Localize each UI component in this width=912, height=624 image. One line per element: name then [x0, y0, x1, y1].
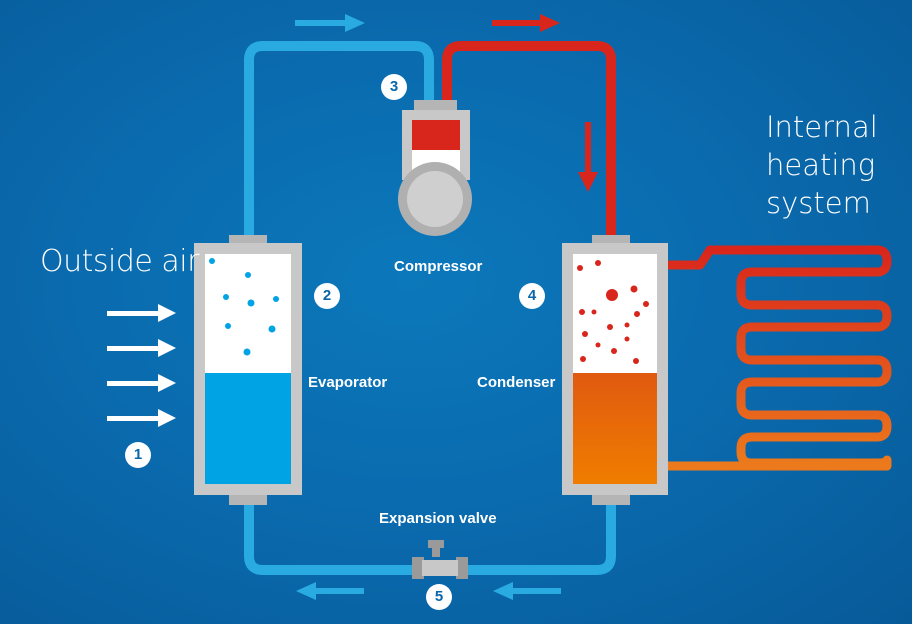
condenser-vessel: [562, 235, 668, 505]
outside-air-arrows: [107, 304, 176, 427]
internal-heating-line-1: Internal: [766, 110, 878, 144]
condenser-label: Condenser: [477, 374, 556, 391]
expansion-valve-label: Expansion valve: [379, 510, 497, 527]
evaporator-label: Evaporator: [308, 374, 388, 391]
evaporator-vessel: [194, 235, 302, 505]
flow-arrow-down-red: [578, 122, 598, 192]
compressor: [398, 100, 472, 236]
expansion-valve: [412, 540, 468, 579]
internal-heating-label: Internal heating system: [766, 108, 878, 222]
outside-air-label: Outside air: [40, 244, 199, 279]
step-2-badge: 2: [314, 283, 340, 309]
step-1-badge: 1: [125, 442, 151, 468]
internal-heating-line-3: system: [766, 186, 871, 220]
internal-heating-line-2: heating: [766, 148, 876, 182]
hot-pipe: [442, 41, 616, 235]
flow-arrow-top-blue: [295, 14, 365, 32]
heating-coil: [662, 245, 892, 471]
flow-arrow-bottom-right: [493, 582, 561, 600]
step-3-badge: 3: [381, 74, 407, 100]
flow-arrow-top-red: [492, 14, 560, 32]
flow-arrow-bottom-left: [296, 582, 364, 600]
compressor-label: Compressor: [394, 258, 483, 275]
step-4-badge: 4: [519, 283, 545, 309]
step-5-badge: 5: [426, 584, 452, 610]
cold-pipe: [244, 41, 616, 575]
